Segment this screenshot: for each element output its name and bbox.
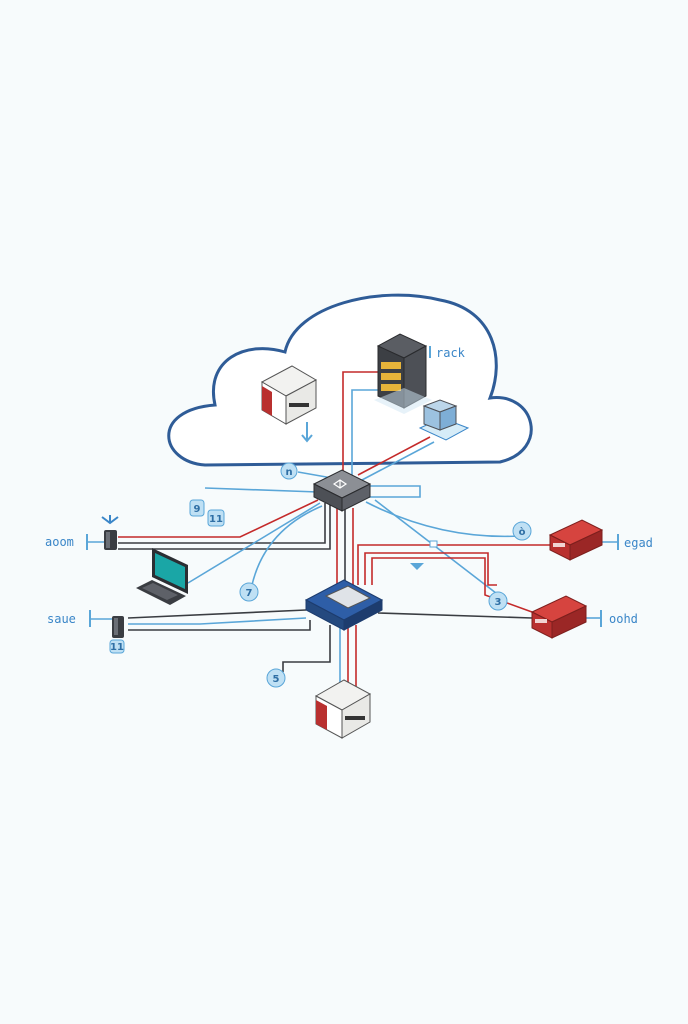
bottom-printer-icon [314, 679, 372, 739]
core-router-icon [312, 469, 372, 512]
badge: 11 [109, 639, 125, 654]
rack-label: rack [436, 346, 466, 360]
badge-label: 11 [110, 642, 124, 653]
badge-label: 3 [495, 597, 502, 608]
cloud-printer-icon [260, 365, 318, 425]
badge: 9 [189, 499, 205, 517]
badge-label: 7 [246, 588, 253, 599]
red-router-top-icon [548, 519, 604, 561]
badge-label: 9 [194, 504, 201, 515]
connector-icon [429, 540, 438, 548]
badge-label: 11 [209, 514, 223, 525]
badge: 7 [239, 582, 259, 602]
badge-label: ò [519, 526, 526, 538]
access-point-icon [104, 530, 117, 550]
left-bottom-label: saue [47, 612, 76, 626]
down-arrow-icon [301, 422, 313, 443]
badge: ò [512, 521, 532, 541]
badge-label: n [285, 467, 292, 478]
network-port-icon [112, 616, 124, 638]
badge: 5 [266, 668, 286, 688]
storage-icon [418, 399, 470, 441]
left-top-label: aoom [45, 535, 74, 549]
badge: n [280, 462, 298, 480]
down-chevron-icon [410, 563, 424, 570]
badge: 11 [207, 509, 225, 527]
wifi-icon [101, 515, 119, 525]
server-rack-icon [374, 333, 432, 414]
laptop-icon [136, 548, 188, 605]
badge-label: 5 [273, 674, 280, 685]
badge: 3 [488, 591, 508, 611]
right-top-label: egad [624, 536, 653, 550]
network-links [118, 371, 618, 690]
red-router-bottom-icon [530, 595, 588, 639]
right-bottom-label: oohd [609, 612, 638, 626]
switch-icon [304, 579, 384, 631]
cloud-outline [167, 293, 533, 467]
